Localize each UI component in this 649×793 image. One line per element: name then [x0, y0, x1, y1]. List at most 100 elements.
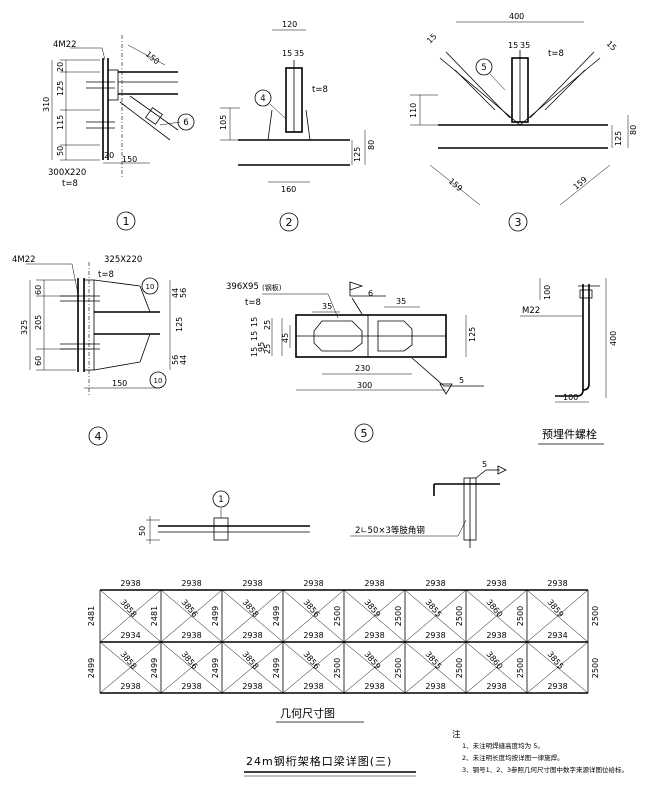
truss-diagonal	[465, 589, 528, 643]
truss-right-length: 2500	[591, 606, 600, 626]
detail-1-dim-1: 20	[56, 62, 65, 72]
truss-mid-length: 2938	[181, 631, 201, 640]
truss-top-length: 2938	[120, 579, 140, 588]
truss-diagonal	[526, 641, 589, 694]
truss-mid-length: 2938	[303, 631, 323, 640]
truss-vertical-length: 2500	[394, 658, 403, 678]
detail-1-dim-5: 20	[104, 151, 114, 160]
drawing-title: 24m钢桁架格口梁详图(三)	[246, 754, 392, 768]
detail-3-dim-3: 110	[409, 103, 418, 118]
detail-5-dim-1: 35	[396, 297, 406, 306]
truss-diag-length: 3859	[362, 650, 382, 671]
detail-1-number: 1	[123, 215, 130, 228]
detail-4-dim-2: 325	[20, 320, 29, 335]
detail-2-dim-2: 35	[294, 49, 304, 58]
truss-diagonal	[99, 641, 162, 694]
detail-4-dim-6: 125	[175, 317, 184, 332]
detail-5-weld-1: 5	[459, 376, 464, 385]
anchor-dim-1: 400	[609, 331, 618, 346]
truss-vertical-length: 2500	[333, 606, 342, 626]
detail-5-dim-7: 15	[250, 347, 259, 357]
truss-vertical-length: 2500	[516, 606, 525, 626]
truss-diag-length: 3860	[484, 650, 504, 671]
notes-heading: 注	[452, 729, 461, 740]
detail-5-dim-11: 125	[468, 327, 477, 342]
detail-3-dim-6: 159	[447, 177, 464, 194]
truss-diagonal	[404, 589, 467, 643]
truss-top-length: 2938	[364, 579, 384, 588]
detail-3-dim-8: 125	[614, 131, 623, 146]
truss-diag-length: 3856	[179, 650, 199, 671]
detail-3: 5 400 15 35 110 15 15 159 159 125 80 t=8…	[409, 12, 638, 232]
detail-3-number: 3	[515, 216, 522, 229]
truss-diagonal	[526, 589, 589, 643]
truss-vertical-length: 2499	[272, 658, 281, 678]
truss-bottom-length: 2938	[120, 682, 140, 691]
truss-mid-length: 2934	[120, 631, 140, 640]
detail-4-callout-a: 10	[146, 283, 155, 291]
detail-2-dim-1: 15	[282, 49, 292, 58]
truss-vertical-length: 2481	[150, 606, 159, 626]
detail-5-plate: 396X95	[226, 282, 259, 292]
detail-5-dim-4: 15	[250, 331, 259, 341]
detail-2-dim-6: 80	[367, 140, 376, 150]
detail-3-dim-1: 15	[508, 41, 518, 50]
geometry-truss: 2938293429383858385829382938293838563856…	[87, 579, 600, 694]
truss-mid-length: 2938	[425, 631, 445, 640]
truss-diag-length: 3855	[545, 650, 565, 671]
section-callout-number: 1	[218, 495, 223, 505]
truss-diagonal	[160, 641, 223, 694]
truss-bottom-length: 2938	[486, 682, 506, 691]
detail-1-callout: 6	[183, 118, 188, 128]
truss-diagonal	[282, 641, 345, 694]
truss-vertical-length: 2500	[516, 658, 525, 678]
truss-bottom-length: 2938	[364, 682, 384, 691]
truss-bottom-length: 2938	[303, 682, 323, 691]
truss-diagonal	[221, 589, 284, 643]
detail-5-thickness: t=8	[245, 298, 261, 308]
detail-4-dim-9: 150	[112, 379, 127, 388]
detail-2-dim-3: 105	[219, 115, 228, 130]
truss-diag-length: 3858	[240, 650, 260, 671]
detail-4-dim-0: 60	[34, 285, 43, 295]
note-2: 2、未注明长度均按详图一律施焊。	[462, 753, 564, 762]
detail-5-plate-note: (钢板)	[262, 283, 282, 292]
truss-top-length: 2938	[547, 579, 567, 588]
truss-left-length: 2499	[87, 658, 96, 678]
detail-4-dim-3: 60	[34, 356, 43, 366]
truss-vertical-length: 2500	[455, 606, 464, 626]
truss-diagonal	[465, 641, 528, 694]
truss-top-length: 2938	[486, 579, 506, 588]
detail-1-plate: 300X220	[48, 168, 86, 178]
anchor-caption: 预埋件螺栓	[542, 427, 597, 441]
truss-top-length: 2938	[242, 579, 262, 588]
anchor-dim-0: 100	[543, 285, 552, 300]
angle-weld: 5	[482, 460, 487, 469]
truss-mid-length: 2938	[364, 631, 384, 640]
detail-5: 396X95 (钢板) t=8 35 35 15 25 15 95 45 15 …	[226, 281, 484, 443]
truss-left-length: 2481	[87, 606, 96, 626]
detail-2-callout: 4	[260, 94, 265, 104]
truss-diag-length: 3856	[301, 650, 321, 671]
detail-2-thickness: t=8	[312, 85, 328, 95]
detail-4-dim-5: 56	[179, 288, 188, 298]
detail-1: 6 4M22 310 20 125 115 50 20 150 150 300X…	[42, 35, 195, 231]
detail-3-callout: 5	[481, 63, 486, 73]
truss-diagonal	[404, 641, 467, 694]
anchor-bolt-detail: M22 100 400 100 预埋件螺栓	[520, 278, 618, 445]
truss-diagonal	[99, 589, 162, 643]
truss-bottom-length: 2938	[181, 682, 201, 691]
truss-top-length: 2938	[181, 579, 201, 588]
detail-5-dim-10: 300	[357, 381, 372, 390]
truss-bottom-length: 2938	[547, 682, 567, 691]
section-callout-detail: 1 50	[138, 490, 310, 544]
truss-mid-length: 2938	[242, 631, 262, 640]
detail-5-dim-5: 95	[257, 342, 266, 352]
detail-3-dim-2: 35	[520, 41, 530, 50]
truss-mid-length: 2938	[486, 631, 506, 640]
detail-3-dim-5: 15	[605, 39, 619, 53]
detail-3-dim-4: 15	[425, 32, 439, 46]
detail-3-dim-0: 400	[509, 12, 524, 21]
detail-4-dim-1: 205	[34, 315, 43, 330]
